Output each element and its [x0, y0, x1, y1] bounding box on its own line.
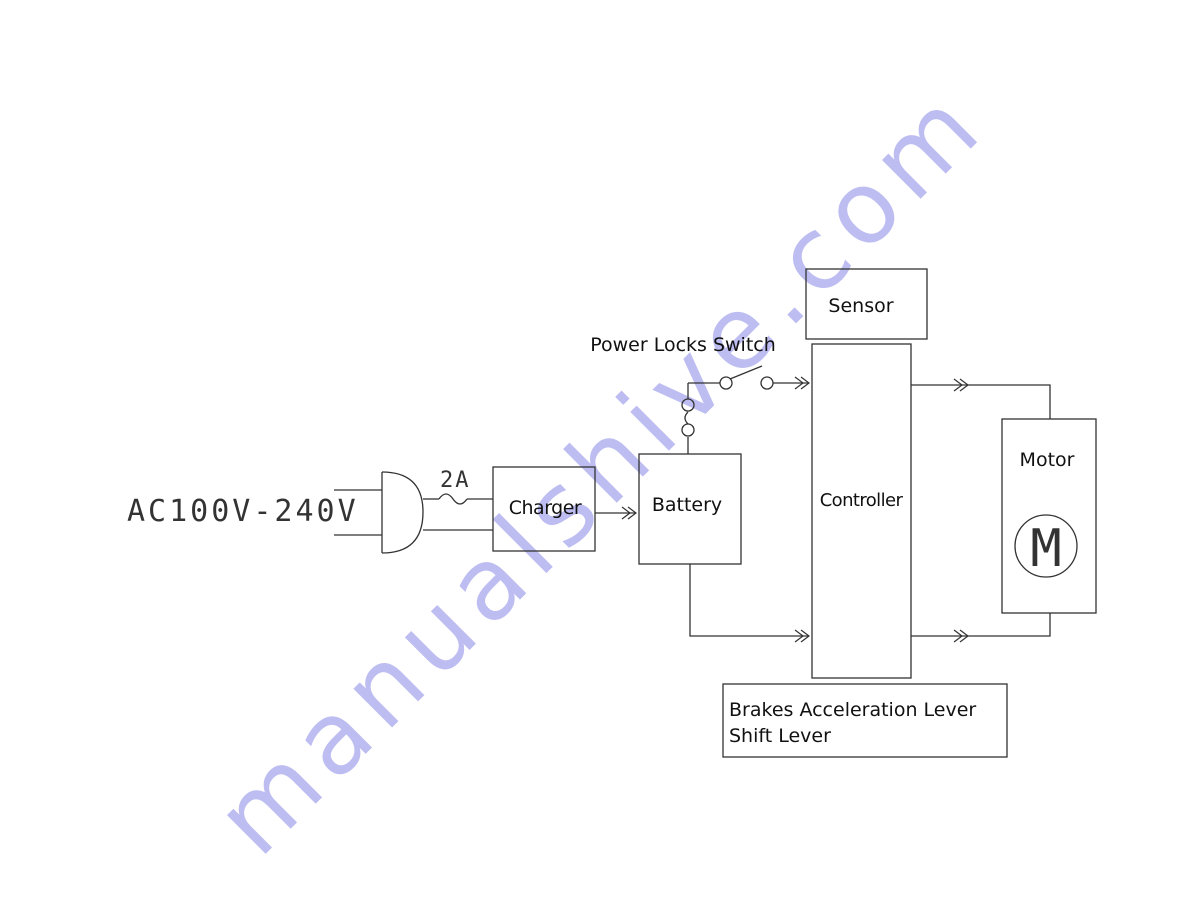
- charger-block: [492, 466, 596, 552]
- wire-controller-motor-top: [911, 384, 1051, 419]
- arrow-charger-battery: [621, 506, 637, 520]
- wire-battery-controller: [689, 564, 808, 637]
- sensor-block: [805, 268, 928, 340]
- charger-label: Charger: [509, 497, 582, 519]
- arrow-battery-controller: [794, 629, 810, 643]
- ac-voltage-label: AC100V-240V: [127, 494, 359, 529]
- motor-symbol-label: M: [1030, 519, 1061, 579]
- arrow-switch-controller: [794, 376, 810, 390]
- battery-label: Battery: [652, 494, 722, 516]
- motor-label: Motor: [1020, 449, 1075, 471]
- switch-label: Power Locks Switch: [590, 334, 776, 356]
- motor-symbol-icon: [1014, 514, 1078, 578]
- plug-icon: [334, 471, 424, 554]
- motor-block: [1001, 418, 1097, 614]
- controls-block: [722, 683, 1008, 758]
- arrow-controller-motor-top: [953, 378, 969, 392]
- power-locks-switch-icon: [719, 365, 774, 390]
- sensor-label: Sensor: [828, 295, 893, 317]
- fuse-label: 2A: [440, 468, 471, 493]
- controller-block: [811, 343, 912, 679]
- controls-label-line2: Shift Lever: [729, 725, 831, 747]
- watermark-group: manualshive.com: [193, 63, 1007, 877]
- wire-controller-motor-bottom: [911, 613, 1051, 637]
- fuse-icon: [438, 493, 468, 505]
- arrow-controller-motor-bottom: [953, 629, 969, 643]
- controls-label-line1: Brakes Acceleration Lever: [729, 699, 976, 721]
- controller-label: Controller: [820, 490, 904, 511]
- watermark-text: manualshive.com: [193, 63, 1007, 877]
